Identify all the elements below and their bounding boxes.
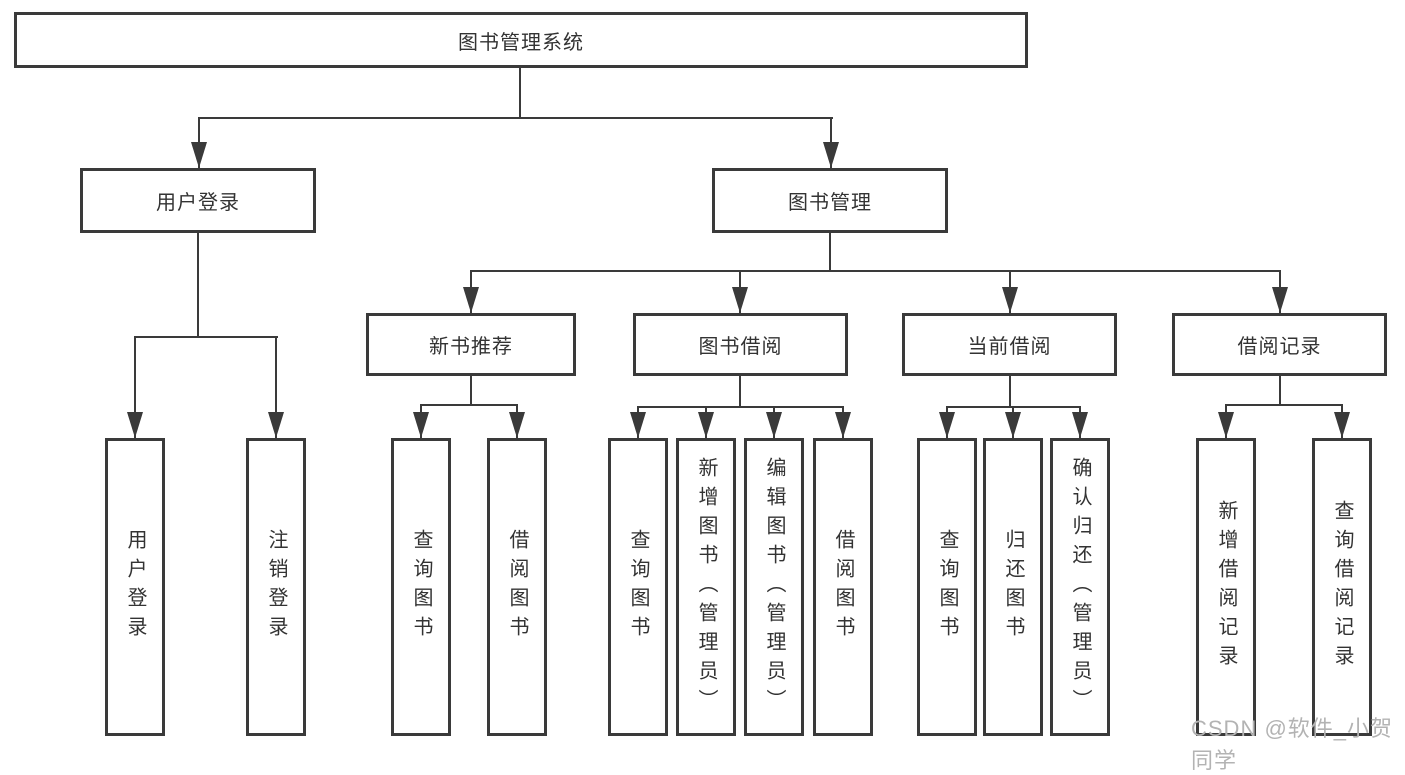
node-current-borrow: 当前借阅: [902, 313, 1117, 376]
leaf-cb-query-books-label: 查询图书: [936, 529, 958, 645]
arrow-down-icon: [1072, 412, 1088, 438]
leaf-cb-return-books-label: 归还图书: [1002, 529, 1024, 645]
connector-line: [519, 68, 521, 118]
connector-line: [134, 336, 136, 438]
leaf-cb-query-books: 查询图书: [917, 438, 977, 736]
connector-line: [739, 376, 741, 408]
leaf-user-login: 用户登录: [105, 438, 165, 736]
leaf-br-query-record: 查询借阅记录: [1312, 438, 1372, 736]
arrow-down-icon: [268, 412, 284, 438]
leaf-logout: 注销登录: [246, 438, 306, 736]
leaf-br-add-record: 新增借阅记录: [1196, 438, 1256, 736]
connector-line: [1279, 376, 1281, 406]
leaf-bb-borrow-books-label: 借阅图书: [832, 529, 854, 645]
leaf-cb-confirm-return-admin: 确认归还（管理员）: [1050, 438, 1110, 736]
watermark: CSDN @软件_小贺同学: [1191, 716, 1394, 773]
arrow-down-icon: [127, 412, 143, 438]
arrow-down-icon: [823, 142, 839, 168]
connector-line: [470, 376, 472, 406]
leaf-logout-label: 注销登录: [265, 529, 287, 645]
node-new-book-rec: 新书推荐: [366, 313, 576, 376]
node-book-borrow: 图书借阅: [633, 313, 848, 376]
leaf-nr-query-books: 查询图书: [391, 438, 451, 736]
connector-line: [197, 233, 199, 338]
node-root: 图书管理系统: [14, 12, 1028, 68]
arrow-down-icon: [630, 412, 646, 438]
leaf-cb-return-books: 归还图书: [983, 438, 1043, 736]
leaf-bb-borrow-books: 借阅图书: [813, 438, 873, 736]
leaf-bb-query-books-label: 查询图书: [627, 529, 649, 645]
node-user-login: 用户登录: [80, 168, 316, 233]
connector-line: [275, 336, 277, 438]
arrow-down-icon: [1218, 412, 1234, 438]
node-borrow-record: 借阅记录: [1172, 313, 1387, 376]
node-current-borrow-label: 当前借阅: [967, 336, 1052, 358]
diagram-canvas: 图书管理系统 用户登录 图书管理 新书推荐 图书借阅 当前借阅 借阅记录: [14, 12, 1393, 773]
leaf-cb-confirm-return-admin-label: 确认归还（管理员）: [1069, 456, 1091, 718]
connector-line: [134, 336, 278, 338]
arrow-down-icon: [509, 412, 525, 438]
leaf-br-add-record-label: 新增借阅记录: [1215, 500, 1237, 674]
arrow-down-icon: [413, 412, 429, 438]
node-user-login-label: 用户登录: [156, 192, 240, 214]
arrow-down-icon: [1272, 287, 1288, 313]
node-new-book-rec-label: 新书推荐: [429, 336, 513, 358]
connector-line: [1225, 404, 1343, 406]
leaf-bb-edit-books-admin-label: 编辑图书（管理员）: [763, 456, 785, 718]
arrow-down-icon: [191, 142, 207, 168]
leaf-bb-edit-books-admin: 编辑图书（管理员）: [744, 438, 804, 736]
arrow-down-icon: [835, 412, 851, 438]
node-book-mgmt-label: 图书管理: [788, 192, 872, 214]
node-root-label: 图书管理系统: [458, 31, 584, 54]
arrow-down-icon: [1005, 412, 1021, 438]
leaf-bb-add-books-admin: 新增图书（管理员）: [676, 438, 736, 736]
leaf-user-login-label: 用户登录: [124, 529, 146, 645]
node-book-borrow-label: 图书借阅: [698, 336, 783, 358]
connector-line: [198, 117, 833, 119]
node-book-mgmt: 图书管理: [712, 168, 948, 233]
leaf-nr-borrow-books: 借阅图书: [487, 438, 547, 736]
arrow-down-icon: [1334, 412, 1350, 438]
arrow-down-icon: [766, 412, 782, 438]
arrow-down-icon: [939, 412, 955, 438]
arrow-down-icon: [732, 287, 748, 313]
leaf-nr-query-books-label: 查询图书: [410, 529, 432, 645]
leaf-br-query-record-label: 查询借阅记录: [1331, 500, 1353, 674]
arrow-down-icon: [698, 412, 714, 438]
node-borrow-record-label: 借阅记录: [1237, 336, 1322, 358]
connector-line: [1009, 376, 1011, 408]
leaf-bb-query-books: 查询图书: [608, 438, 668, 736]
leaf-nr-borrow-books-label: 借阅图书: [506, 529, 528, 645]
arrow-down-icon: [1002, 287, 1018, 313]
connector-line: [470, 270, 1281, 272]
connector-line: [637, 406, 844, 408]
leaf-bb-add-books-admin-label: 新增图书（管理员）: [695, 456, 717, 718]
connector-line: [420, 404, 518, 406]
connector-line: [829, 233, 831, 272]
arrow-down-icon: [463, 287, 479, 313]
